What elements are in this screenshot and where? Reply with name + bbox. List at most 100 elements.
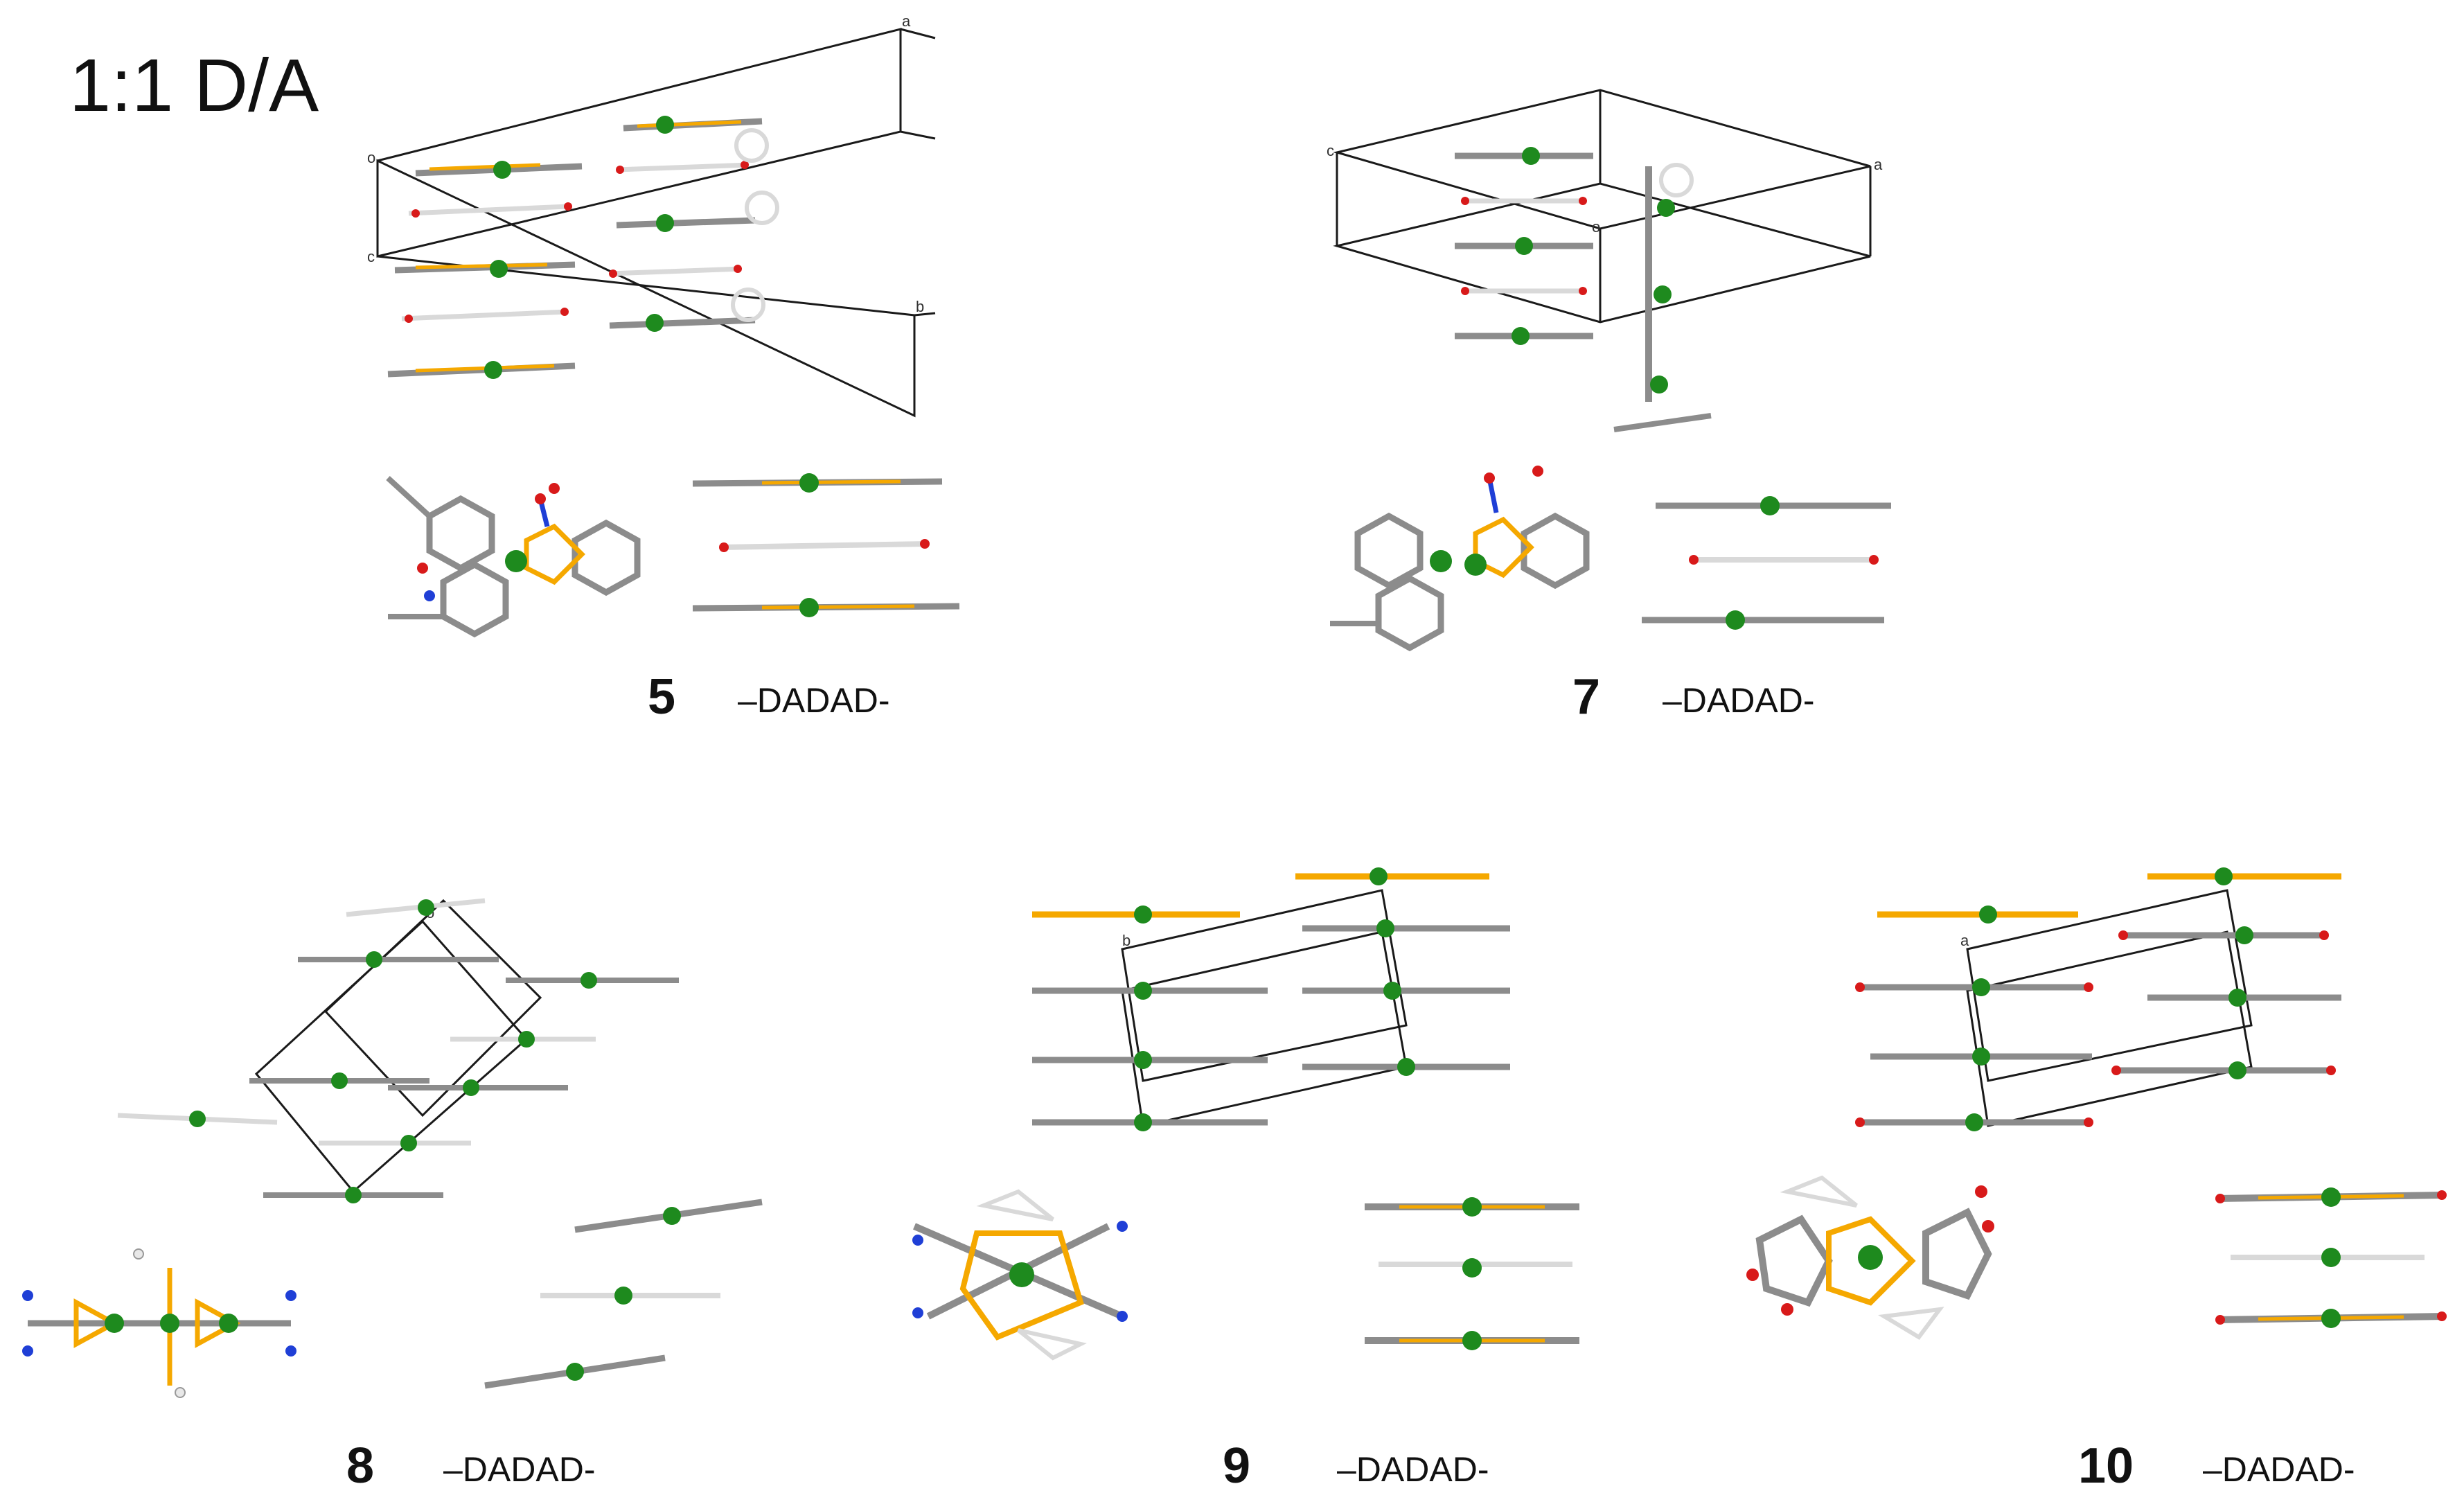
unit-cell-8: o (254, 899, 542, 1194)
metal-atom (366, 951, 382, 968)
metal-atom (646, 314, 664, 332)
metal-atom (1134, 905, 1152, 924)
metal-atom (418, 899, 434, 916)
metal-atom (518, 1031, 535, 1048)
metal-atom (2215, 867, 2233, 885)
cell-axis-o-5: o (367, 149, 375, 166)
stacking-motif-10: –DADAD- (2203, 1450, 2355, 1489)
metal-atom (189, 1111, 206, 1127)
molecule-overlap-9 (912, 1189, 1128, 1361)
cell-axis-o-7: o (1592, 218, 1600, 236)
metal-atom (493, 161, 511, 179)
molecule-overlap-7 (1330, 466, 1590, 652)
metal-atom (345, 1187, 362, 1203)
panel-compound-10: a (1746, 867, 2447, 1494)
metal-atom (2228, 989, 2246, 1007)
metal-atom (663, 1207, 681, 1225)
metal-center-9 (1009, 1262, 1034, 1287)
metal-atom (614, 1287, 632, 1305)
compound-number-8: 8 (346, 1438, 374, 1494)
metal-atom (1462, 1331, 1482, 1350)
metal-atom (656, 116, 674, 134)
cell-axis-b-5: b (916, 298, 924, 315)
metal-atom (1657, 199, 1675, 217)
metal-atom (1654, 285, 1672, 303)
metal-atom (463, 1079, 479, 1096)
metal-atom (1134, 982, 1152, 1000)
cell-axis-a-5: a (902, 12, 911, 30)
metal-atom (484, 361, 502, 379)
stacking-motif-5: –DADAD- (738, 681, 889, 720)
donor-stack-left-5 (387, 161, 583, 379)
metal-center-5 (505, 550, 527, 572)
metal-atom (1376, 919, 1394, 937)
metal-center-7b (1464, 554, 1487, 576)
metal-atom (1726, 610, 1745, 630)
metal-atom (331, 1072, 348, 1089)
metal-atom (1522, 147, 1540, 165)
metal-atom (1515, 237, 1533, 255)
panel-compound-5: a b c o (367, 12, 960, 725)
packing-view-9 (1032, 867, 1510, 1131)
metal-atom (1965, 1113, 1983, 1131)
metal-center-8a (105, 1314, 124, 1333)
stacking-motif-9: –DADAD- (1337, 1450, 1489, 1489)
compound-number-7: 7 (1572, 669, 1600, 725)
metal-atom (1134, 1051, 1152, 1069)
metal-atom (1383, 982, 1401, 1000)
metal-atom (1134, 1113, 1152, 1131)
packing-view-5 (387, 116, 779, 379)
cell-axis-c-5: c (367, 248, 375, 265)
molecule-overlap-10 (1746, 1175, 1994, 1340)
stacking-motif-7: –DADAD- (1663, 681, 1814, 720)
compound-number-10: 10 (2078, 1438, 2134, 1494)
stacking-side-view-10 (2215, 1187, 2447, 1328)
stacking-side-view-8 (484, 1199, 763, 1389)
metal-atom (1462, 1258, 1482, 1278)
unit-cell-7: a c o (1327, 89, 1883, 324)
metal-center-8c (219, 1314, 238, 1333)
unit-cell-10: a (1960, 889, 2253, 1127)
metal-atom (1370, 867, 1388, 885)
metal-atom (2235, 926, 2253, 944)
unit-cell-5: a b c o (367, 12, 936, 418)
metal-atom (2321, 1248, 2341, 1267)
figure-title: 1:1 D/A (69, 43, 319, 127)
cell-axis-a-7: a (1874, 156, 1883, 173)
metal-atom (1650, 376, 1668, 394)
metal-atom (799, 473, 819, 493)
stacking-side-view-9 (1365, 1197, 1579, 1350)
packing-view-7 (1455, 147, 1712, 432)
metal-atom (400, 1135, 417, 1151)
metal-atom (490, 260, 508, 278)
metal-atom (1760, 496, 1780, 515)
cell-axis-a-10: a (1960, 932, 1969, 949)
stacking-side-view-7 (1642, 496, 1891, 630)
metal-center-8b (160, 1314, 179, 1333)
donor-stack-right-5 (609, 116, 779, 332)
metal-atom (1972, 1048, 1990, 1066)
panel-compound-9: b (912, 867, 1579, 1494)
molecule-overlap-8 (22, 1248, 296, 1398)
metal-atom (2228, 1061, 2246, 1079)
panel-compound-7: a c o (1327, 89, 1891, 725)
metal-center-7a (1430, 550, 1452, 572)
metal-atom (799, 598, 819, 617)
packing-view-8 (117, 898, 679, 1203)
metal-atom (1979, 905, 1997, 924)
stacking-motif-8: –DADAD- (443, 1450, 595, 1489)
cell-axis-c-7: c (1327, 142, 1334, 159)
metal-atom (580, 972, 597, 989)
metal-atom (1512, 327, 1530, 345)
metal-atom (2321, 1309, 2341, 1328)
metal-atom (566, 1363, 584, 1381)
metal-atom (1972, 978, 1990, 996)
panel-compound-8: o (22, 898, 763, 1494)
metal-center-10 (1858, 1245, 1883, 1270)
stacking-side-view-5 (692, 473, 960, 617)
cell-axis-b-9: b (1122, 932, 1131, 949)
metal-atom (1462, 1197, 1482, 1217)
metal-atom (1397, 1058, 1415, 1076)
metal-atom (656, 214, 674, 232)
